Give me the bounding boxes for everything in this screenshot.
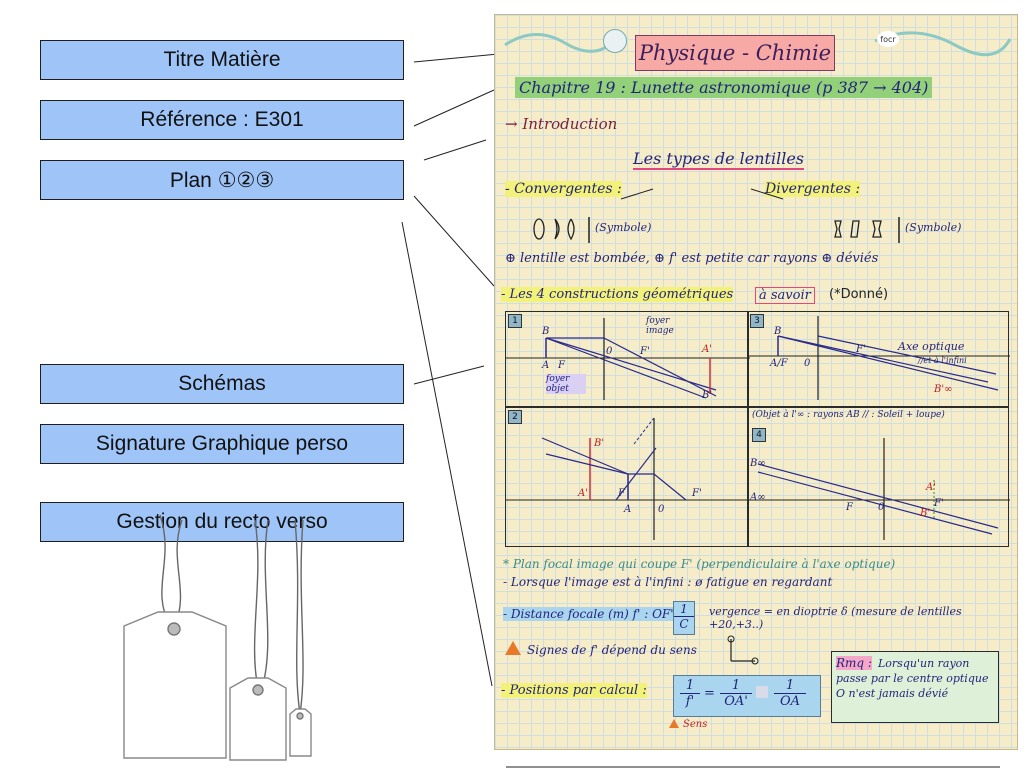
pos-equals: = xyxy=(704,686,715,701)
d1-f: F xyxy=(558,360,565,371)
warning-icon xyxy=(505,641,521,655)
types-heading: Les types de lentilles xyxy=(633,149,805,170)
pos-d3: OA xyxy=(779,694,801,709)
diagram-4: (Objet à l'∞ : rayons AB // : Soleil + l… xyxy=(747,407,1010,547)
vergence-note: vergence = en dioptrie δ (mesure de lent… xyxy=(709,605,962,631)
top-waves-decoration xyxy=(504,31,1012,57)
d1-fp: F' xyxy=(640,346,650,357)
focale-num: 1 xyxy=(674,602,694,617)
diagram-1: 1 B A F 0 F' A' B' foyer image foyer obj… xyxy=(505,311,750,407)
lentille-note: ⊕ lentille est bombée, ⊕ f' est petite c… xyxy=(505,251,879,266)
pos-d1: f' xyxy=(685,694,695,709)
label-plan: Plan ①②③ xyxy=(40,160,404,200)
notebook-page: focr Physique - Chimie Chapitre 19 : Lun… xyxy=(494,14,1018,750)
diagram-4-number: 4 xyxy=(752,428,766,442)
d2-f: F xyxy=(618,488,625,499)
d2-a: A xyxy=(624,504,632,515)
sens-warning-icon xyxy=(669,719,679,728)
diagram-2-number: 2 xyxy=(508,410,522,424)
d4-binf: B∞ xyxy=(750,458,766,469)
positions-formula: 1 f' = 1 OA' 1 OA xyxy=(673,675,821,717)
d1-ap: A' xyxy=(702,344,712,355)
d4-ainf: A∞ xyxy=(750,492,766,503)
divergentes-label: Divergentes : xyxy=(765,181,861,197)
symbole-conv-label: (Symbole) xyxy=(595,221,652,234)
d1-a: A xyxy=(542,360,550,371)
d2-fp: F' xyxy=(692,488,702,499)
d4-note: (Objet à l'∞ : rayons AB // : Soleil + l… xyxy=(752,410,945,420)
sens-axis-icon xyxy=(727,635,759,665)
d2-bp: B' xyxy=(594,438,605,449)
rmq-text: Lorsqu'un rayon passe par le centre opti… xyxy=(836,657,989,700)
d3-b: B xyxy=(774,326,782,337)
pos-operator xyxy=(756,686,768,698)
d3-af: A/F xyxy=(770,358,788,369)
d2-ap: A' xyxy=(578,488,588,499)
pos-frac-1: 1 f' xyxy=(680,678,700,709)
d1-o: 0 xyxy=(606,346,613,357)
remarque-box: Rmq : Lorsqu'un rayon passe par le centr… xyxy=(831,651,999,723)
d3-binf: B'∞ xyxy=(934,384,953,395)
a-savoir-label: à savoir xyxy=(755,287,815,304)
diagram-2: 2 B' F A A' 0 F' xyxy=(505,407,750,547)
chapter-heading: Chapitre 19 : Lunette astronomique (p 38… xyxy=(515,77,933,98)
logo-sticker-icon: focr xyxy=(877,31,899,47)
d3-infini: //et à l'infini xyxy=(918,356,967,365)
d2-o: 0 xyxy=(658,504,665,515)
signes-note: Signes de f' dépend du sens xyxy=(527,643,697,657)
diagram-3-rays xyxy=(748,316,1010,400)
symbole-div-label: (Symbole) xyxy=(905,221,962,234)
d4-o: 0 xyxy=(878,502,885,513)
d4-f: F xyxy=(846,502,853,513)
d1-foyer-objet: foyer objet xyxy=(546,374,586,394)
label-titre-matiere: Titre Matière xyxy=(40,40,404,80)
positions-heading: - Positions par calcul : xyxy=(501,683,647,698)
lorsque-note: - Lorsque l'image est à l'infini : ø fat… xyxy=(503,575,833,589)
focale-den: C xyxy=(679,617,689,631)
distance-focale: - Distance focale (m) f' : OF' = xyxy=(503,607,688,621)
focale-fraction: 1 C xyxy=(673,601,695,635)
d1-bp: B' xyxy=(702,390,713,401)
diagram-3: 3 B A/F 0 F' Axe optique //et à l'infini… xyxy=(747,311,1010,407)
lens-symbols xyxy=(533,188,900,243)
label-recto-verso: Gestion du recto verso xyxy=(40,502,404,542)
constructions-heading: - Les 4 constructions géométriques xyxy=(501,287,734,302)
d4-bp: B' xyxy=(920,508,931,519)
tags-illustration xyxy=(123,514,312,761)
diagram-1-number: 1 xyxy=(508,314,522,328)
pos-d2: OA' xyxy=(724,694,748,709)
rmq-label: Rmq : xyxy=(836,656,872,670)
d3-o: 0 xyxy=(804,358,811,369)
pos-frac-3: 1 OA xyxy=(774,678,806,709)
donne-label: (*Donné) xyxy=(829,287,889,302)
d3-fp: F' xyxy=(856,344,866,355)
convergentes-label: - Convergentes : xyxy=(505,181,622,197)
pos-n1: 1 xyxy=(680,678,700,694)
plan-focal-note: * Plan focal image qui coupe F' (perpend… xyxy=(503,557,896,571)
diagram-4-rays xyxy=(748,438,1010,540)
pos-frac-2: 1 OA' xyxy=(720,678,752,709)
sens-label: Sens xyxy=(683,719,708,730)
label-schemas: Schémas xyxy=(40,364,404,404)
d4-ap: A' xyxy=(926,482,936,493)
diagram-1-rays xyxy=(506,318,750,400)
label-signature: Signature Graphique perso xyxy=(40,424,404,464)
pos-n2: 1 xyxy=(720,678,752,694)
pos-n3: 1 xyxy=(774,678,806,694)
diagram-2-rays xyxy=(506,417,750,540)
label-reference: Référence : E301 xyxy=(40,100,404,140)
d4-fp: F' xyxy=(934,498,944,509)
d3-axe: Axe optique xyxy=(898,340,965,353)
d1-foyer-image: foyer image xyxy=(646,316,674,336)
notebook-title: Physique - Chimie xyxy=(635,35,835,71)
diagram-3-number: 3 xyxy=(750,314,764,328)
introduction-heading: → Introduction xyxy=(505,115,618,133)
head-sticker-icon xyxy=(603,29,627,53)
d1-b: B xyxy=(542,326,550,337)
